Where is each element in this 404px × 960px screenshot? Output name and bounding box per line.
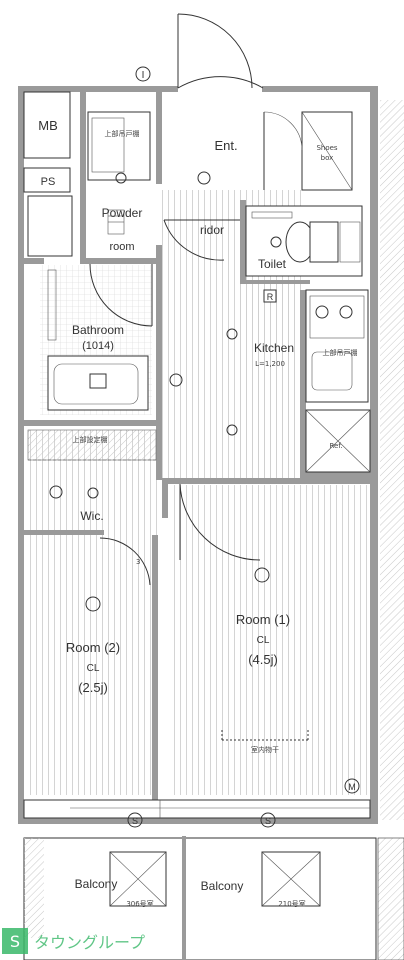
mb-label: MB bbox=[38, 118, 58, 133]
refrigerator-label: Ref. bbox=[329, 442, 342, 450]
shoes-box-label-2: box bbox=[321, 154, 334, 162]
watermark: S タウングループ bbox=[2, 928, 145, 954]
bathroom-size: (1014) bbox=[82, 340, 114, 352]
balcony-right-label: Balcony bbox=[201, 879, 244, 893]
svg-text:S: S bbox=[10, 932, 20, 951]
room2-name: Room (2) bbox=[66, 640, 120, 655]
unit-right-label: 210号室 bbox=[278, 899, 305, 908]
kitchen-floor bbox=[240, 280, 305, 480]
marker-s-right-label: S bbox=[265, 816, 271, 826]
balcony-left-label: Balcony bbox=[75, 877, 118, 891]
ent-label: Ent. bbox=[214, 138, 237, 153]
kitchen-size: L=1,200 bbox=[255, 360, 285, 368]
corridor-label: ridor bbox=[200, 223, 224, 237]
marker-r-label: R bbox=[267, 292, 274, 302]
marker-s-left-label: S bbox=[132, 816, 138, 826]
ps-label: PS bbox=[41, 176, 56, 188]
bathroom-label: Bathroom bbox=[72, 323, 124, 337]
kitchen-label: Kitchen bbox=[254, 341, 294, 355]
indoor-dryer-label: 室内物干 bbox=[251, 745, 279, 754]
room-light-icon bbox=[254, 567, 270, 583]
room2-size: (2.5j) bbox=[78, 680, 108, 695]
shoes-box-label-1: Shoes bbox=[316, 144, 337, 152]
toilet-label: Toilet bbox=[258, 257, 287, 271]
upper-cabinet-1: 上部吊戸棚 bbox=[105, 129, 140, 138]
room2-floor bbox=[28, 535, 156, 795]
powder-label-1: Powder bbox=[102, 206, 143, 220]
room2-flooring: CL bbox=[87, 663, 100, 674]
grid-mark-label: I bbox=[142, 70, 145, 81]
room1-name: Room (1) bbox=[236, 612, 290, 627]
upper-cabinet-2: 上部吊戸棚 bbox=[323, 348, 358, 357]
wic-label: Wic. bbox=[80, 509, 103, 523]
room1-flooring: CL bbox=[257, 635, 270, 646]
powder-label-2: room bbox=[109, 241, 134, 253]
upper-shelf-label: 上部設定棚 bbox=[73, 435, 108, 444]
unit-left-label: 306号室 bbox=[126, 899, 153, 908]
marker-m-label: M bbox=[348, 782, 356, 792]
marker-3-label: 3 bbox=[136, 558, 140, 566]
watermark-text: タウングループ bbox=[34, 933, 145, 952]
room1-size: (4.5j) bbox=[248, 652, 278, 667]
